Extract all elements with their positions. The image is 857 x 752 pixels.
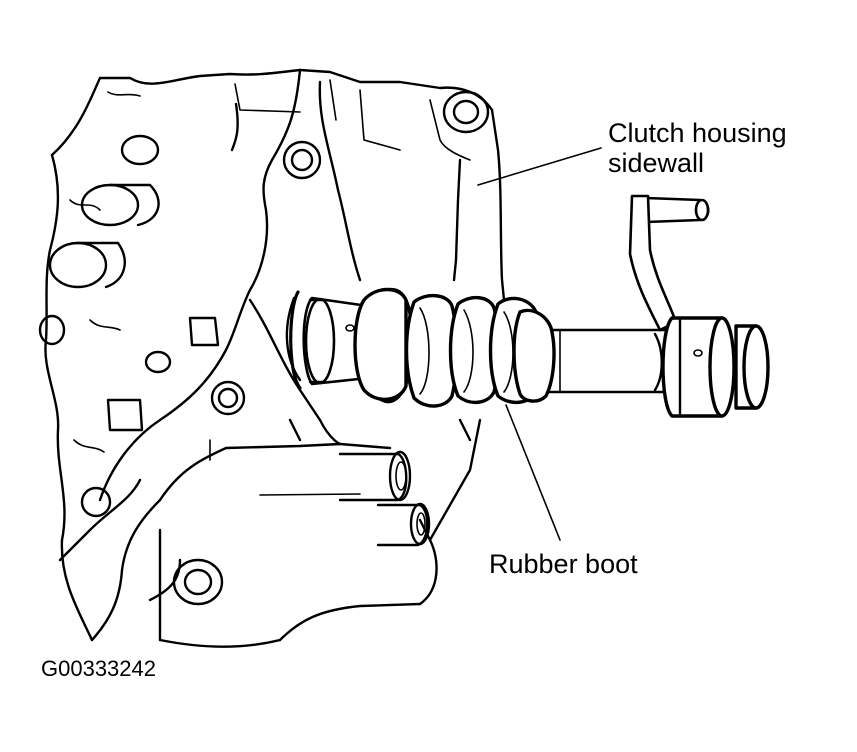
rubber-boot bbox=[353, 287, 556, 408]
leader-lines bbox=[477, 147, 602, 541]
figure-id: G00333242 bbox=[41, 656, 156, 681]
shift-lever bbox=[628, 194, 770, 418]
transmission-housing bbox=[38, 68, 506, 648]
clutch-housing-label-line2: sidewall bbox=[608, 148, 705, 178]
clutch-housing-sidewall-label: Clutch housing sidewall bbox=[608, 118, 787, 178]
shift-shaft bbox=[289, 290, 674, 394]
rubber-boot-label: Rubber boot bbox=[489, 549, 638, 579]
clutch-housing-label-line1: Clutch housing bbox=[608, 118, 787, 148]
